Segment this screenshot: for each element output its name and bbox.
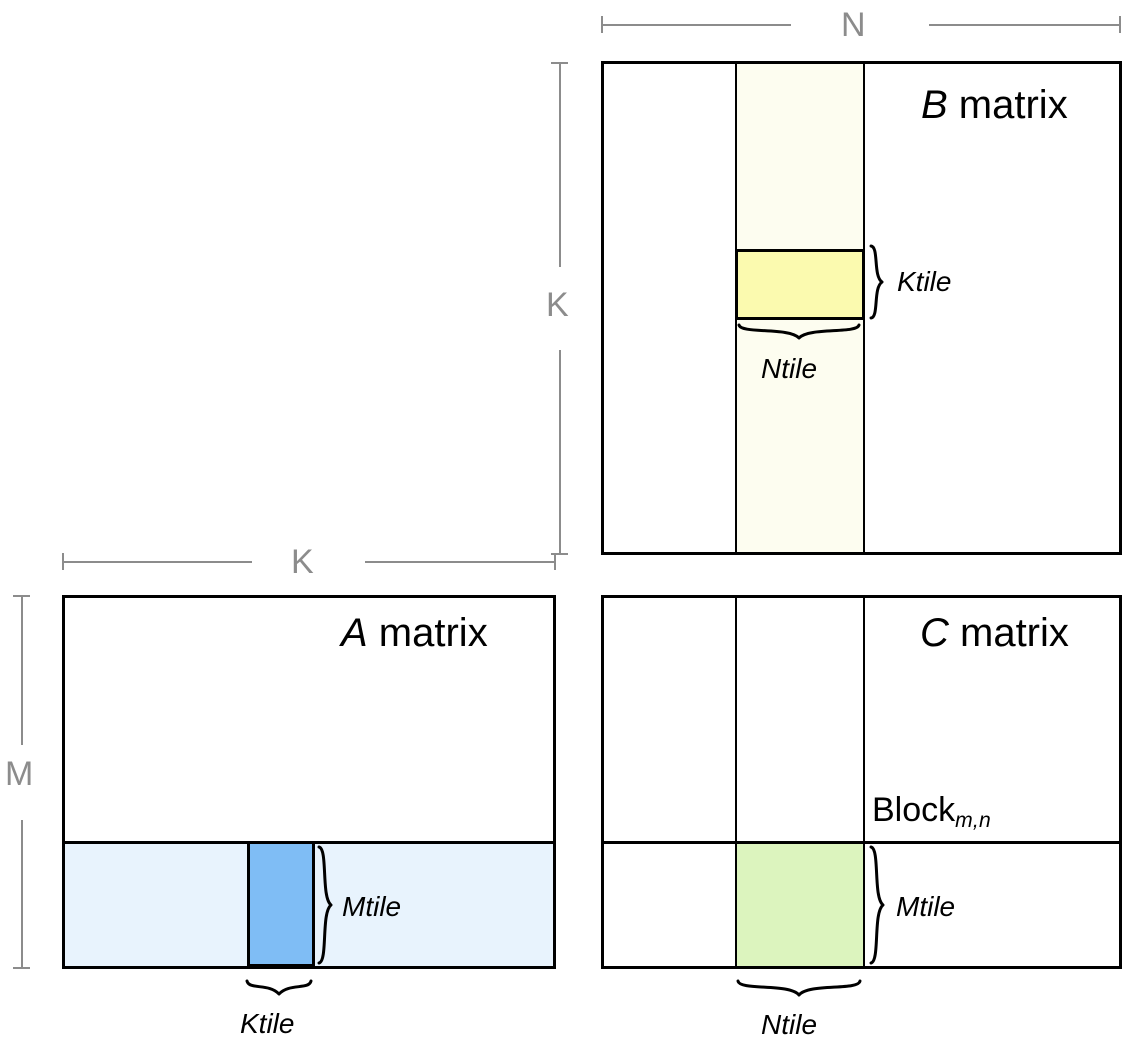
a-matrix-ktile-block	[247, 841, 315, 967]
k-vertical-dimension-bar-bottom	[559, 350, 561, 555]
c-matrix-output-tile-edge-left	[735, 844, 737, 966]
a-matrix-mtile-label: Mtile	[342, 891, 402, 922]
a-matrix-ktile-label: Ktile	[240, 1008, 295, 1039]
c-matrix-word: matrix	[948, 611, 1069, 655]
a-matrix-title: A matrix	[341, 613, 488, 653]
a-matrix-word: matrix	[367, 611, 488, 655]
b-matrix-ntile-brace	[737, 323, 861, 340]
c-matrix-output-tile-edge-right	[863, 844, 865, 966]
c-matrix-block-label: Blockm,n	[872, 791, 991, 831]
b-matrix-ktile-label: Ktile	[897, 266, 952, 297]
c-matrix-block-label-subscript: m,n	[955, 809, 991, 833]
k-vertical-dimension-label: K	[546, 286, 569, 324]
c-matrix-ntile-brace	[736, 979, 862, 997]
k-horizontal-dimension-cap-right	[554, 553, 556, 570]
c-matrix-box: C matrix Blockm,n	[601, 595, 1122, 969]
m-dimension-cap-bottom	[13, 967, 30, 969]
k-horizontal-dimension-cap-left	[62, 553, 64, 570]
c-matrix-block-label-text: Block	[872, 791, 956, 829]
c-matrix-column-divider-right	[863, 598, 865, 966]
b-matrix-box: B matrix	[601, 61, 1122, 555]
b-matrix-symbol: B	[921, 83, 948, 127]
n-dimension-bar-right	[929, 24, 1121, 26]
m-dimension-label: M	[5, 755, 34, 793]
c-matrix-column-divider-left	[735, 598, 737, 966]
b-matrix-title: B matrix	[921, 85, 1068, 125]
b-matrix-word: matrix	[947, 83, 1068, 127]
a-matrix-symbol: A	[341, 611, 368, 655]
k-horizontal-dimension-bar-left	[62, 561, 252, 563]
a-matrix-mtile-brace	[317, 845, 333, 965]
c-matrix-mtile-brace	[869, 845, 885, 965]
k-horizontal-dimension-bar-right	[365, 561, 556, 563]
c-matrix-ntile-label: Ntile	[761, 1009, 818, 1040]
b-matrix-ktile-brace	[869, 244, 884, 320]
c-matrix-title: C matrix	[920, 613, 1069, 653]
n-dimension-cap-left	[601, 16, 603, 33]
c-matrix-mtile-label: Mtile	[896, 891, 956, 922]
c-matrix-output-tile	[735, 844, 865, 966]
k-vertical-dimension-bar-top	[559, 62, 561, 267]
a-matrix-box: A matrix	[62, 595, 556, 969]
k-vertical-dimension-cap-bottom	[551, 553, 568, 555]
c-matrix-symbol: C	[920, 611, 949, 655]
n-dimension-bar-left	[601, 24, 791, 26]
b-matrix-ktile-block	[735, 249, 865, 320]
b-matrix-ntile-label: Ntile	[761, 353, 818, 384]
m-dimension-bar-top	[21, 595, 23, 745]
m-dimension-bar-bottom	[21, 820, 23, 969]
n-dimension-cap-right	[1119, 16, 1121, 33]
a-matrix-ktile-brace	[245, 979, 313, 996]
n-dimension-label: N	[841, 6, 866, 44]
c-matrix-row-divider	[604, 841, 1119, 844]
m-dimension-cap-top	[13, 595, 30, 597]
k-vertical-dimension-cap-top	[551, 62, 568, 64]
k-horizontal-dimension-label: K	[291, 543, 314, 581]
